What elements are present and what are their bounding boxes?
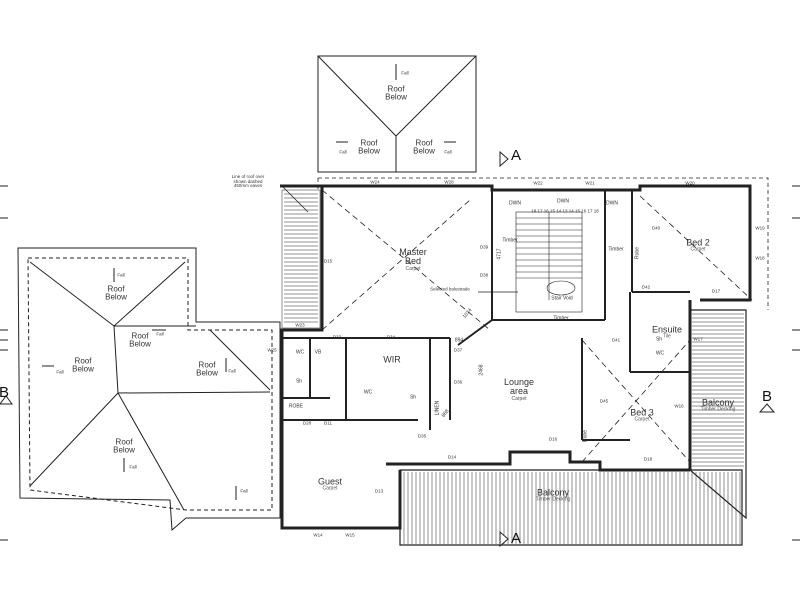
door-d42: D42 bbox=[641, 284, 651, 290]
window-w18: W18 bbox=[755, 255, 765, 261]
door-d36: D36 bbox=[453, 379, 463, 385]
window-w14: W14 bbox=[313, 532, 323, 538]
dim-2468: 2468 bbox=[478, 364, 485, 376]
linen-label: LINEN bbox=[434, 400, 441, 416]
robe-label-bed3: Robe bbox=[582, 430, 589, 442]
dwn-label: DWN bbox=[557, 198, 569, 205]
stair-tread-numbers: 18 17 16 15 14 13 14 15 16 17 18 bbox=[531, 208, 599, 214]
roof-label-left-5: Roof Below bbox=[113, 437, 135, 455]
ceiling-lines bbox=[321, 189, 753, 463]
wc-label: WC bbox=[295, 349, 305, 356]
wc-label: WC bbox=[655, 350, 665, 357]
stair-void-label: Stair Void bbox=[551, 295, 573, 302]
eaves-leader bbox=[281, 185, 309, 213]
door-d34: D34 bbox=[386, 334, 396, 340]
dim-4717: 4717 bbox=[496, 248, 503, 260]
timber-label: Timber bbox=[502, 237, 518, 244]
eave-line bbox=[317, 177, 769, 310]
door-d18: D18 bbox=[643, 456, 653, 462]
roof-label-left-2: Roof Below bbox=[129, 331, 151, 349]
timber-label: Timber bbox=[553, 315, 569, 322]
fall-label: Fall bbox=[339, 149, 347, 155]
door-d38: D38 bbox=[479, 272, 489, 278]
shower-label: Sh bbox=[295, 378, 303, 385]
fall-label: Fall bbox=[129, 464, 137, 470]
shower-label: Sh bbox=[409, 394, 417, 401]
grid-ticks bbox=[0, 185, 800, 541]
door-d17: D17 bbox=[711, 288, 721, 294]
door-d45: D45 bbox=[599, 398, 609, 404]
fall-label: Fall bbox=[228, 368, 236, 374]
fall-label: Fall bbox=[240, 488, 248, 494]
south-balcony bbox=[399, 469, 743, 546]
door-d16: D16 bbox=[548, 436, 558, 442]
door-d28: D28 bbox=[302, 420, 312, 426]
window-w23: W23 bbox=[295, 322, 305, 328]
robe-label-bed2: Robe bbox=[634, 247, 641, 259]
wc-label: WC bbox=[363, 389, 373, 396]
door-d37: D37 bbox=[453, 347, 463, 353]
section-a-bottom: A bbox=[510, 530, 522, 548]
fall-label: Fall bbox=[156, 331, 164, 337]
fall-label: Fall bbox=[117, 272, 125, 278]
internal-walls bbox=[282, 190, 690, 441]
section-b-right: B bbox=[761, 388, 773, 406]
robe-label: ROBE bbox=[288, 403, 304, 410]
door-d13: D13 bbox=[374, 488, 384, 494]
window-w22: W22 bbox=[533, 180, 543, 186]
balustrade-note: Selected balustrade bbox=[430, 286, 470, 292]
timber-label: Timber bbox=[608, 246, 624, 253]
roof-label-top-right: Roof Below bbox=[413, 138, 435, 156]
window-w28: W28 bbox=[444, 179, 454, 185]
window-w21: W21 bbox=[585, 180, 595, 186]
dwn-label: DWN bbox=[606, 200, 618, 207]
roof-label-top: Roof Below bbox=[385, 84, 407, 102]
roof-label-top-left: Roof Below bbox=[358, 138, 380, 156]
west-deck bbox=[281, 189, 321, 329]
window-w17: W17 bbox=[693, 336, 703, 342]
door-d14: D14 bbox=[447, 454, 457, 460]
door-d40: D40 bbox=[651, 225, 661, 231]
dwn-label: DWN bbox=[509, 200, 521, 207]
window-w16: W16 bbox=[674, 403, 684, 409]
window-w24: W24 bbox=[370, 179, 380, 185]
stair bbox=[515, 211, 583, 313]
vb-label: VB bbox=[314, 349, 322, 356]
window-w20: W20 bbox=[685, 180, 695, 186]
east-balcony bbox=[689, 309, 747, 520]
roof-left bbox=[17, 247, 281, 532]
roof-label-left-3: Roof Below bbox=[72, 356, 94, 374]
door-d33: D33 bbox=[332, 334, 342, 340]
fall-label: Fall bbox=[444, 149, 452, 155]
fall-label: Fall bbox=[401, 70, 409, 76]
shower-label: Sh bbox=[655, 336, 663, 343]
section-markers bbox=[0, 150, 776, 548]
door-d15: D15 bbox=[323, 258, 333, 264]
door-d39: D39 bbox=[479, 244, 489, 250]
eaves-note: Line of roof over shown dashed 450mm eav… bbox=[231, 173, 265, 189]
window-w15: W15 bbox=[345, 532, 355, 538]
roof-label-left-1: Roof Below bbox=[105, 284, 127, 302]
section-a-top: A bbox=[510, 147, 522, 165]
dim-894: 894 bbox=[454, 337, 464, 344]
window-w25: W25 bbox=[267, 347, 277, 353]
roof-top bbox=[317, 55, 477, 173]
fall-label: Fall bbox=[56, 369, 64, 375]
window-w19: W19 bbox=[755, 225, 765, 231]
door-d41: D41 bbox=[611, 337, 621, 343]
roof-label-left-4: Roof Below bbox=[196, 360, 218, 378]
door-d35: D35 bbox=[417, 433, 427, 439]
room-wir: WIR bbox=[383, 354, 401, 365]
section-b-left: B bbox=[0, 384, 10, 402]
door-d11: D11 bbox=[324, 420, 332, 426]
